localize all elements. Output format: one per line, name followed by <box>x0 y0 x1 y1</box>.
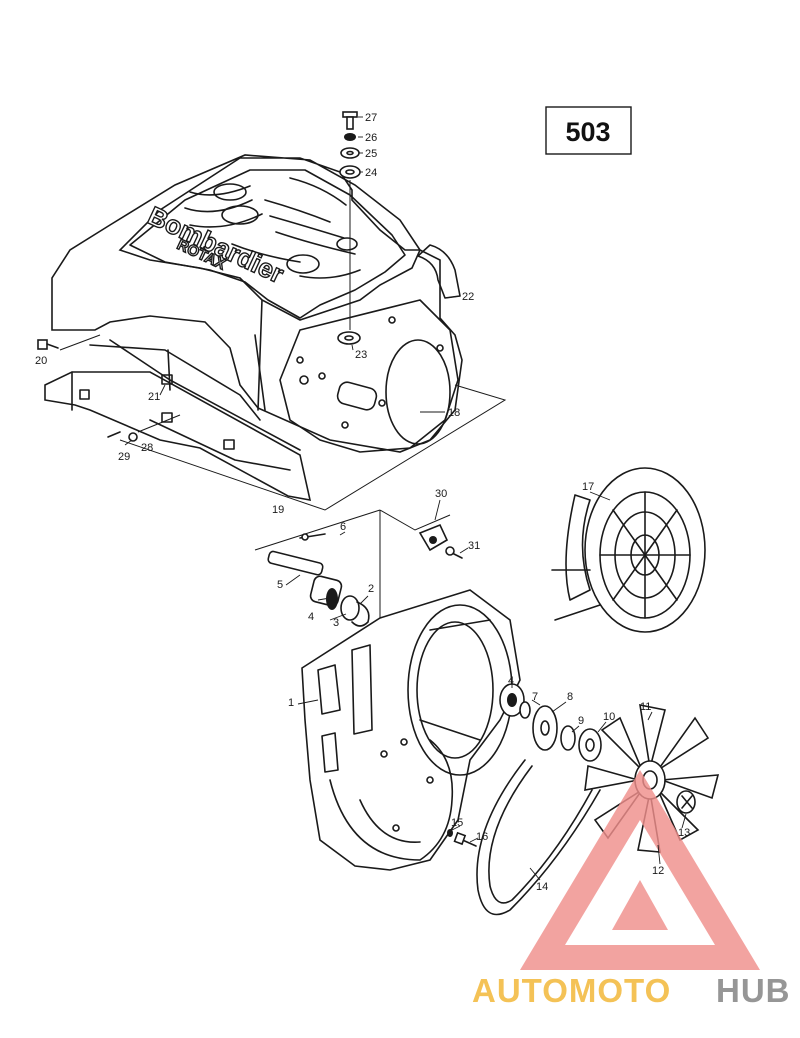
clip-30 <box>379 509 463 559</box>
baffle-plate <box>44 339 312 502</box>
shaft-assembly <box>254 509 381 650</box>
label-28: 28 <box>141 442 153 454</box>
label-19: 19 <box>272 504 284 516</box>
label-5: 5 <box>277 579 283 591</box>
screw-stack <box>339 111 361 330</box>
watermark-logo: AUTOMOTO HUB <box>472 770 791 1009</box>
label-4-pulley: 4 <box>508 675 514 687</box>
label-26: 26 <box>365 132 377 144</box>
part-number-labels: 27 26 25 24 22 23 18 20 21 28 29 19 30 6… <box>35 112 690 893</box>
fan-shroud-17 <box>551 467 706 633</box>
watermark-text-automoto: AUTOMOTO <box>472 972 671 1009</box>
label-15: 15 <box>451 817 463 829</box>
label-6: 6 <box>340 521 346 533</box>
watermark-triangle <box>520 770 760 970</box>
page-code-box: 503 <box>545 106 632 155</box>
label-18: 18 <box>448 407 460 419</box>
label-2: 2 <box>368 583 374 595</box>
label-3: 3 <box>333 617 339 629</box>
label-30: 30 <box>435 488 447 500</box>
label-31: 31 <box>468 540 480 552</box>
label-21: 21 <box>148 391 160 403</box>
label-24: 24 <box>365 167 377 179</box>
label-9: 9 <box>578 715 584 727</box>
label-8: 8 <box>567 691 573 703</box>
watermark-text-hub: HUB <box>716 972 791 1009</box>
screw-15-16 <box>447 829 477 847</box>
label-25: 25 <box>365 148 377 160</box>
label-23: 23 <box>355 349 367 361</box>
label-4-shaft: 4 <box>308 611 314 623</box>
label-20: 20 <box>35 355 47 367</box>
pulley-stack <box>499 683 602 762</box>
drive-belt <box>476 759 601 916</box>
fan-housing <box>301 589 521 871</box>
label-29: 29 <box>118 451 130 463</box>
screw-28-29 <box>107 414 181 442</box>
label-7: 7 <box>532 691 538 703</box>
label-1: 1 <box>288 697 294 709</box>
label-10: 10 <box>603 711 615 723</box>
label-13: 13 <box>678 827 690 839</box>
label-12: 12 <box>652 865 664 877</box>
leader-lines <box>124 116 687 881</box>
label-27: 27 <box>365 112 377 124</box>
label-16: 16 <box>476 831 488 843</box>
label-22: 22 <box>462 291 474 303</box>
cover-ribs <box>184 177 361 279</box>
label-17: 17 <box>582 481 594 493</box>
label-14: 14 <box>536 881 548 893</box>
label-11: 11 <box>640 701 651 713</box>
page-code: 503 <box>565 117 610 147</box>
screw-20 <box>37 334 101 351</box>
